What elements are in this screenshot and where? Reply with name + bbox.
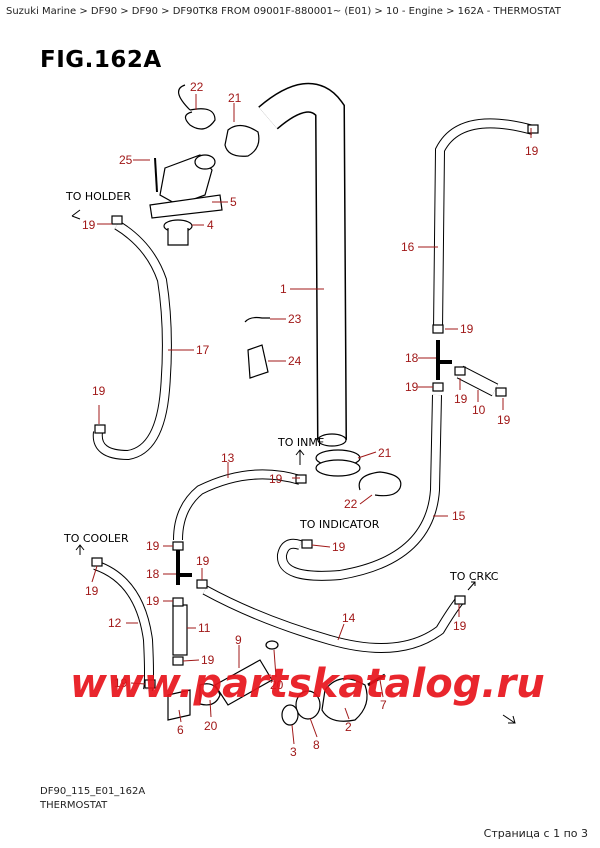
callout-19[interactable]: 19 bbox=[454, 392, 468, 406]
callout-21[interactable]: 21 bbox=[228, 91, 242, 105]
callout-9[interactable]: 9 bbox=[235, 633, 242, 647]
callout-19[interactable]: 19 bbox=[114, 676, 128, 690]
callout-18[interactable]: 18 bbox=[146, 567, 160, 581]
callout-4[interactable]: 4 bbox=[207, 218, 214, 232]
callout-19[interactable]: 19 bbox=[460, 322, 474, 336]
note-to-holder: TO HOLDER bbox=[65, 190, 131, 203]
callout-group: 22 21 25 5 4 19 19 16 1 23 17 24 19 18 1… bbox=[82, 80, 539, 759]
callout-15[interactable]: 15 bbox=[452, 509, 466, 523]
callout-17[interactable]: 17 bbox=[196, 343, 210, 357]
callout-3[interactable]: 3 bbox=[290, 745, 297, 759]
callout-19[interactable]: 19 bbox=[497, 413, 511, 427]
callout-19[interactable]: 19 bbox=[201, 653, 215, 667]
drawing-code: DF90_115_E01_162A bbox=[40, 786, 146, 797]
clamp-part bbox=[224, 124, 260, 157]
callout-18[interactable]: 18 bbox=[405, 351, 419, 365]
callout-22[interactable]: 22 bbox=[344, 497, 358, 511]
callout-19[interactable]: 19 bbox=[453, 619, 467, 633]
callout-14[interactable]: 14 bbox=[342, 611, 356, 625]
callout-19[interactable]: 19 bbox=[146, 594, 160, 608]
thermostat-cover-part bbox=[149, 154, 223, 219]
callout-20[interactable]: 20 bbox=[270, 678, 284, 692]
callout-20[interactable]: 20 bbox=[204, 719, 218, 733]
bolt-part bbox=[154, 157, 158, 193]
main-hose-part bbox=[258, 82, 347, 447]
callout-5[interactable]: 5 bbox=[230, 195, 237, 209]
callout-10[interactable]: 10 bbox=[472, 403, 486, 417]
drawing-subtitle: THERMOSTAT bbox=[40, 800, 108, 811]
callout-7[interactable]: 7 bbox=[380, 698, 387, 712]
callout-19[interactable]: 19 bbox=[85, 584, 99, 598]
callout-19[interactable]: 19 bbox=[196, 554, 210, 568]
callout-8[interactable]: 8 bbox=[313, 738, 320, 752]
callout-23[interactable]: 23 bbox=[288, 312, 302, 326]
thermostat-part bbox=[163, 219, 193, 246]
callout-19[interactable]: 19 bbox=[332, 540, 346, 554]
note-to-cooler: TO COOLER bbox=[63, 532, 129, 545]
callout-19[interactable]: 19 bbox=[82, 218, 96, 232]
callout-11[interactable]: 11 bbox=[198, 621, 211, 635]
pager[interactable]: Страница с 1 по 3 bbox=[483, 827, 588, 840]
breadcrumb[interactable]: Suzuki Marine > DF90 > DF90 > DF90TK8 FR… bbox=[6, 6, 561, 17]
figure-title: FIG.162A bbox=[40, 47, 162, 73]
callout-1[interactable]: 1 bbox=[280, 282, 287, 296]
clip-part bbox=[178, 84, 216, 130]
callout-19[interactable]: 19 bbox=[269, 472, 283, 486]
callout-22[interactable]: 22 bbox=[190, 80, 204, 94]
callout-25[interactable]: 25 bbox=[119, 153, 133, 167]
callout-19[interactable]: 19 bbox=[405, 380, 419, 394]
callout-24[interactable]: 24 bbox=[288, 354, 302, 368]
note-to-crkc: TO CRKC bbox=[449, 570, 499, 583]
callout-6[interactable]: 6 bbox=[177, 723, 184, 737]
callout-13[interactable]: 13 bbox=[221, 451, 235, 465]
callout-2[interactable]: 2 bbox=[345, 720, 352, 734]
callout-19[interactable]: 19 bbox=[92, 384, 106, 398]
callout-19[interactable]: 19 bbox=[525, 144, 539, 158]
callout-19[interactable]: 19 bbox=[146, 539, 160, 553]
note-to-inmf: TO INMF bbox=[277, 436, 324, 449]
callout-12[interactable]: 12 bbox=[108, 616, 122, 630]
watermark-text: www.partskatalog.ru bbox=[70, 661, 545, 707]
callout-16[interactable]: 16 bbox=[401, 240, 415, 254]
note-to-indicator: TO INDICATOR bbox=[299, 518, 380, 531]
callout-21[interactable]: 21 bbox=[378, 446, 392, 460]
